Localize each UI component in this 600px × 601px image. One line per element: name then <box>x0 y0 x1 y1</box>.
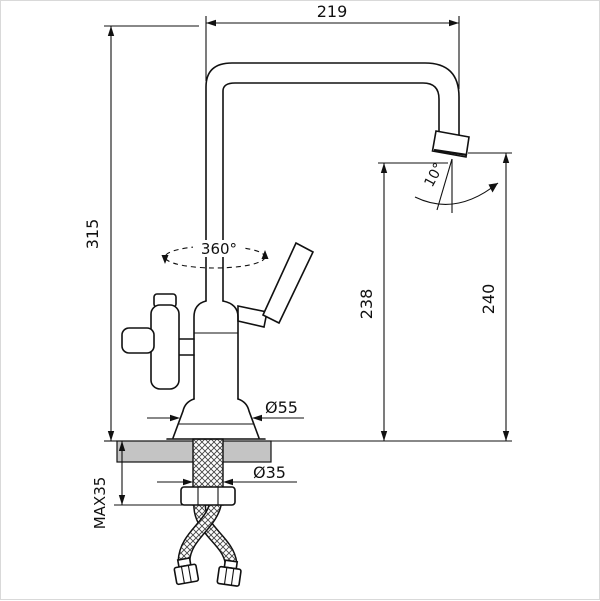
lever-pivot <box>237 305 268 328</box>
faucet-body <box>121 62 470 440</box>
hose-nut-icon <box>216 559 242 587</box>
dim-base-diameter-label: Ø55 <box>265 398 298 417</box>
hose-nut-icon <box>173 557 200 586</box>
mounting-nut <box>180 486 236 506</box>
dim-top-width-label: 219 <box>317 2 348 21</box>
dim-top-width: 219 <box>205 2 460 89</box>
faucet-base <box>166 398 266 440</box>
dim-left-height-label: 315 <box>83 219 102 250</box>
mixer-lever-handle <box>261 241 315 325</box>
dim-outlet-height: 240 <box>271 152 512 442</box>
tilt-indicator: 10° <box>414 158 499 213</box>
dim-left-height: 315 <box>83 25 199 442</box>
dim-max-thickness: MAX35 <box>91 441 191 529</box>
dim-spout-height: 238 <box>357 162 448 441</box>
filter-handle <box>121 293 180 390</box>
dim-max-thickness-label: MAX35 <box>91 477 109 530</box>
swivel-indicator: 360° <box>161 240 269 269</box>
flexible-hoses <box>173 499 242 587</box>
dim-base-diameter: Ø55 <box>147 398 304 422</box>
swivel-angle-label: 360° <box>201 240 237 258</box>
tilt-angle-label: 10° <box>422 160 448 189</box>
dim-thread-diameter-label: Ø35 <box>253 463 286 482</box>
dim-outlet-height-label: 240 <box>479 284 498 315</box>
dim-spout-height-label: 238 <box>357 289 376 320</box>
dim-thread-diameter: Ø35 <box>157 463 297 486</box>
